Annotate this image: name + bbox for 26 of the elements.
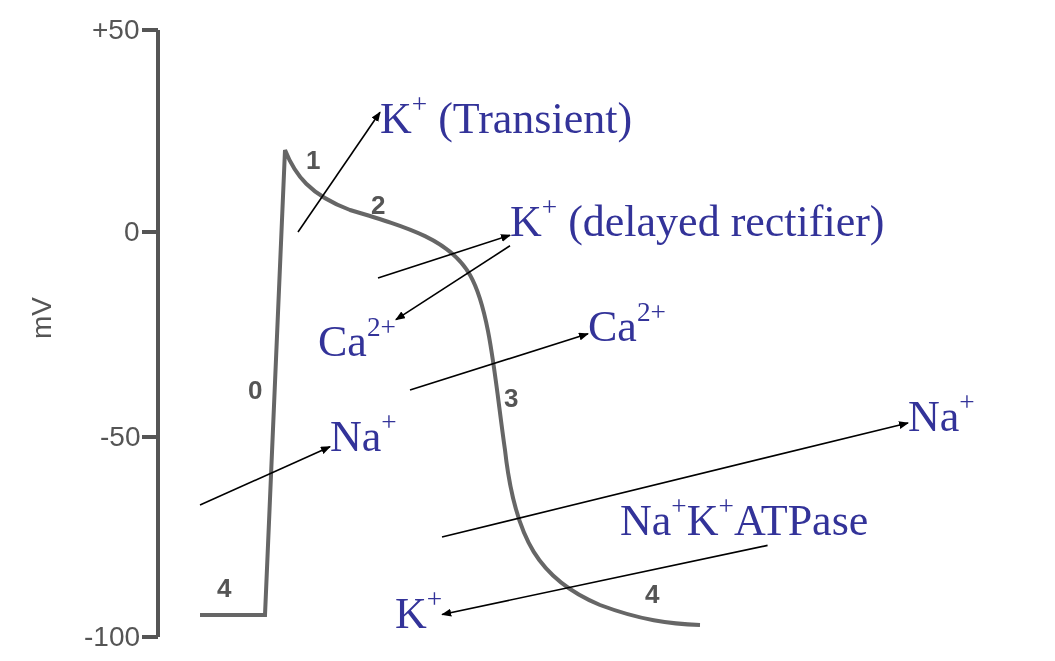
axis-title: mV [28, 297, 56, 339]
tick-label: -100 [84, 623, 141, 651]
phase-number: 0 [248, 377, 263, 403]
arrow [395, 244, 511, 321]
ion-label: Ca$^{2+}$ [318, 318, 396, 367]
phase-number: 4 [217, 575, 232, 601]
phase-number: 4 [645, 581, 660, 607]
ion-label: Na$^{+}$K$^{+}$ATPase [620, 497, 869, 546]
arrow [441, 421, 909, 538]
phase-number: 2 [371, 192, 386, 218]
arrow [199, 445, 331, 506]
arrow [409, 332, 589, 391]
phase-number: 1 [306, 147, 321, 173]
ion-label: K$^{+}$ (delayed rectifier) [510, 198, 885, 247]
arrow [441, 544, 769, 617]
tick-label: 0 [124, 218, 140, 246]
ion-label: Na$^{+}$ [908, 393, 975, 442]
tick-label: +50 [92, 16, 140, 44]
arrow [297, 111, 381, 233]
ion-label: Na$^{+}$ [330, 413, 397, 462]
tick-label: -50 [100, 423, 141, 451]
ion-label: Ca$^{2+}$ [588, 303, 666, 352]
arrow [377, 234, 511, 279]
ion-label: K$^{+}$ [395, 590, 443, 639]
phase-number: 3 [504, 385, 519, 411]
ion-label: K$^{+}$ (Transient) [380, 95, 633, 144]
